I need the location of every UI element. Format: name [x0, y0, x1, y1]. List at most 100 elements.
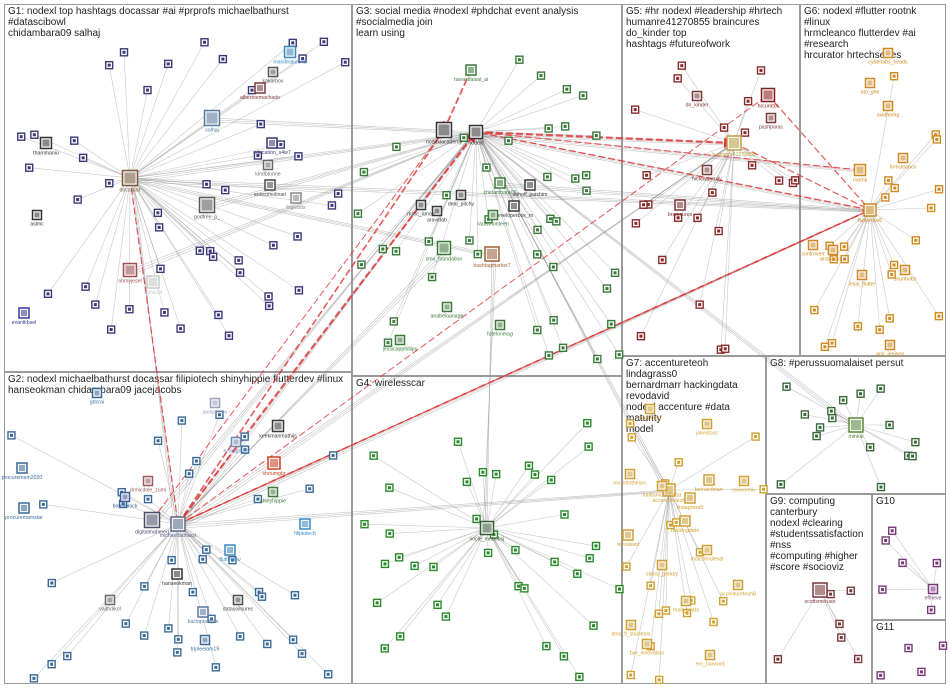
- node-controvert[interactable]: controvert: [801, 239, 825, 258]
- node-label: vocie_mobobsj: [470, 537, 505, 543]
- node-pashparac[interactable]: pashparac: [759, 112, 784, 131]
- node-nodexl[interactable]: nodexl: [468, 124, 484, 147]
- node-accentureteoh8[interactable]: accentureteoh8: [720, 579, 756, 598]
- node-flutterdev[interactable]: flutterdev: [219, 544, 241, 563]
- node-jessicapphillips[interactable]: jessicapphillips: [382, 334, 418, 353]
- node-shoumgbr[interactable]: shoumgbr: [262, 456, 286, 477]
- node-kakarbox[interactable]: kakarbox: [262, 66, 284, 85]
- node-label: ravicormic: [732, 488, 756, 494]
- node-marzieezz[interactable]: marzieezz: [638, 403, 662, 422]
- node-vaithdikol[interactable]: vaithdikol: [99, 594, 121, 613]
- node-developerbox_m[interactable]: developerbox_m: [495, 200, 533, 219]
- node-jokestoss[interactable]: jokestoss: [695, 418, 718, 437]
- node-shinyhippie[interactable]: shinyhippie: [260, 486, 286, 505]
- node-label: jessicapphillips: [382, 347, 418, 353]
- node-aravidab[interactable]: aravidab: [427, 205, 447, 224]
- graph-node-core: [297, 288, 301, 292]
- node-bwi_innovation[interactable]: bwi_innovation: [630, 638, 664, 657]
- node-jacejacobs[interactable]: jacejacobs: [202, 397, 228, 416]
- node-anabelaanage[interactable]: anabelaanage: [431, 301, 464, 320]
- node-mihkai[interactable]: mihkai: [848, 417, 864, 440]
- node-navastfaisal_ai[interactable]: navastfaisal_ai: [454, 64, 488, 83]
- node-manifeature40[interactable]: manifeature40: [273, 45, 307, 66]
- node-thammaniu[interactable]: thammaniu: [33, 136, 59, 157]
- node-neillagaum[interactable]: neillagaum: [223, 436, 249, 455]
- graph-node-core: [941, 644, 945, 648]
- node-procuremem2020[interactable]: procuremem2020: [2, 462, 43, 481]
- node-ravicormic[interactable]: ravicormic: [732, 475, 756, 494]
- node-evanlkbsel[interactable]: evanlkbsel: [12, 307, 37, 326]
- node-ato_ghe[interactable]: ato_ghe: [861, 77, 880, 96]
- node-bigiebits[interactable]: bigiebits: [286, 192, 306, 211]
- node-keekmanmathijs[interactable]: keekmanmathijs: [259, 419, 297, 440]
- node-hashtagmarket7[interactable]: hashtagmarket7: [473, 246, 511, 269]
- node-salhaj[interactable]: salhaj: [203, 109, 221, 134]
- edge: [486, 527, 597, 547]
- edge: [891, 530, 934, 590]
- node-rootnk[interactable]: rootnk: [853, 163, 868, 184]
- edge: [129, 177, 165, 313]
- node-shunhobs[interactable]: shunhobs: [894, 264, 917, 283]
- node-ano_jenisea[interactable]: ano_jenisea: [876, 339, 904, 358]
- node-label: cyberlabs_heads: [868, 60, 908, 66]
- node-hrmcleanco[interactable]: hrmcleanco: [890, 152, 917, 171]
- node-hrcurator[interactable]: hrcurator: [758, 87, 779, 110]
- node-revodavid[interactable]: revodavid: [617, 529, 640, 548]
- node-cyberlabs_heads[interactable]: cyberlabs_heads: [868, 47, 908, 66]
- node-docassar[interactable]: docassar: [119, 169, 141, 194]
- node-bobbiblock[interactable]: bobbiblock: [113, 491, 138, 510]
- node-nodexlacademy[interactable]: nodexlacademy: [426, 121, 463, 146]
- node-smv_foundation[interactable]: smv_foundation: [426, 240, 463, 263]
- node-aslmc[interactable]: aslmc: [30, 209, 44, 228]
- node-avatar-fill: [687, 495, 693, 501]
- node-mad_bdata[interactable]: mad_bdata: [673, 595, 699, 614]
- node-futelonmag[interactable]: futelonmag: [487, 319, 513, 338]
- node-kindbtonne[interactable]: kindbtonne: [255, 159, 281, 178]
- node-chidambara09[interactable]: chidambara09: [484, 177, 517, 196]
- node-vocie_mobobsj[interactable]: vocie_mobobsj: [470, 520, 505, 543]
- node-drmicdole_zumi[interactable]: drmicdole_zumi: [130, 475, 166, 494]
- node-deal_pitchy[interactable]: deal_pitchy: [448, 189, 475, 208]
- node-fvcfcivumnity[interactable]: fvcfcivumnity: [692, 164, 722, 183]
- node-godfrey_p_[interactable]: godfrey_p_: [194, 196, 220, 221]
- node-do_kinder[interactable]: do_kinder: [686, 90, 709, 109]
- node-michaelbathurst[interactable]: michaelbathurst: [160, 516, 197, 539]
- node-hanseokman[interactable]: hanseokman: [162, 568, 192, 587]
- node-sboss_gerkey[interactable]: sboss_gerkey: [646, 559, 678, 578]
- node-vinashcloux[interactable]: vinashcloux: [819, 244, 847, 263]
- node-mv_intotheisrc[interactable]: mv_intotheisrc: [613, 468, 647, 487]
- node-procuremamstar[interactable]: procuremamstar: [5, 502, 43, 521]
- node-digitalmahmed[interactable]: digitalmahmed: [135, 511, 169, 536]
- node-tripleeiam19[interactable]: tripleeiam19: [191, 634, 219, 653]
- node-aithoff_joachim[interactable]: aithoff_joachim: [513, 179, 548, 198]
- node-humanre41270855[interactable]: humanre41270855: [712, 135, 756, 158]
- node-raulsmonteen[interactable]: raulsmonteen: [477, 209, 509, 228]
- graph-node-core: [712, 620, 716, 624]
- node-braincures[interactable]: braincures: [668, 199, 693, 218]
- node-baciopochpm[interactable]: baciopochpm: [188, 606, 219, 625]
- node-gdcrai[interactable]: gdcrai: [90, 387, 104, 406]
- node-nishiji34[interactable]: nishiji34: [144, 275, 163, 296]
- node-avidhomg[interactable]: avidhomg: [877, 100, 900, 119]
- node-filipiotech[interactable]: filipiotech: [294, 518, 316, 537]
- node-tutaturnchainstar[interactable]: tutaturnchainstar: [643, 480, 682, 499]
- node-label: raulsmonteen: [477, 222, 509, 228]
- node-bernardmarr[interactable]: bernardmarr: [695, 474, 724, 493]
- node-avatar-fill: [201, 199, 213, 211]
- node-datasoilsurec[interactable]: datasoilsurec: [223, 594, 254, 613]
- node-education_s4w7[interactable]: education_s4w7: [253, 137, 291, 156]
- node-flutterdev6[interactable]: flutterdev6: [858, 203, 882, 224]
- node-malcolmdiesal[interactable]: malcolmdiesal: [691, 544, 724, 563]
- node-marc_amon[interactable]: marc_amon: [407, 199, 435, 218]
- node-albertoemachado[interactable]: albertoemachado: [240, 82, 280, 101]
- node-lesai_flutter[interactable]: lesai_flutter: [849, 269, 876, 288]
- node-ern_harward[interactable]: ern_harward: [695, 649, 725, 668]
- node-scottsmeruan[interactable]: scottsmeruan: [804, 582, 836, 605]
- node-effneve[interactable]: effneve: [925, 583, 942, 602]
- node-dms_fl_stanimos[interactable]: dms_fl_stanimos: [612, 619, 651, 638]
- node-enricomolinari[interactable]: enricomolinari: [254, 179, 286, 198]
- node-hackingdata[interactable]: hackingdata: [671, 515, 699, 534]
- node-lindagrass0[interactable]: lindagrass0: [677, 492, 704, 511]
- edge: [428, 131, 477, 242]
- node-ohmyjesel[interactable]: ohmyjesel: [118, 262, 142, 285]
